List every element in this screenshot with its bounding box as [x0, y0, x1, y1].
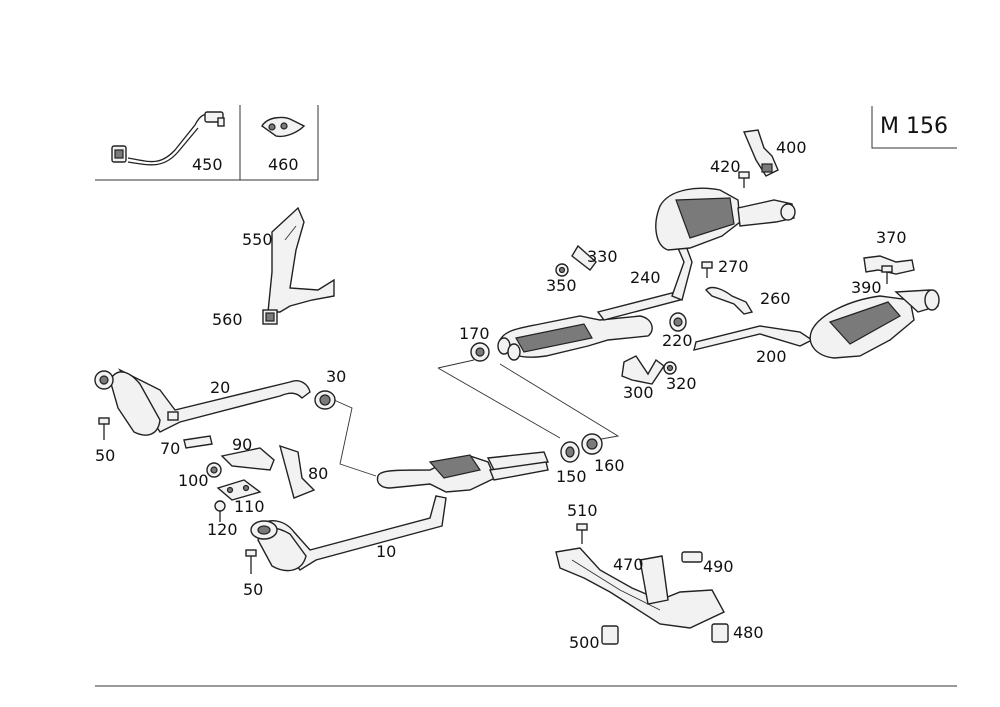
clip-part-480 — [711, 623, 729, 643]
bolt-part-420 — [738, 171, 750, 188]
bolt-part-270 — [701, 261, 713, 278]
label-110: 110 — [234, 497, 265, 516]
label-10: 10 — [376, 542, 396, 561]
model-code: M 156 — [880, 114, 948, 139]
label-460: 460 — [268, 155, 299, 174]
oxygen-sensor-part — [111, 111, 225, 166]
label-550: 550 — [242, 230, 273, 249]
label-470: 470 — [613, 555, 644, 574]
clip-part-460 — [261, 116, 306, 138]
label-400: 400 — [776, 138, 807, 157]
label-20: 20 — [210, 378, 230, 397]
bracket-part-260 — [705, 286, 754, 315]
bracket-part-70 — [183, 435, 213, 449]
label-350: 350 — [546, 276, 577, 295]
label-100: 100 — [178, 471, 209, 490]
washer-part-100 — [206, 462, 222, 478]
label-220: 220 — [662, 331, 693, 350]
label-390: 390 — [851, 278, 882, 297]
clip-part-490 — [681, 551, 703, 563]
heat-shield-part-470 — [555, 547, 725, 629]
label-80: 80 — [308, 464, 328, 483]
nut-part-320 — [663, 361, 677, 375]
nut-part-560 — [262, 309, 278, 325]
label-480: 480 — [733, 623, 764, 642]
model-code-box: M 156 — [871, 106, 957, 149]
label-240: 240 — [630, 268, 661, 287]
hanger-part-330 — [571, 244, 597, 271]
rear-silencer-lower — [809, 289, 940, 359]
label-90: 90 — [232, 435, 252, 454]
label-320: 320 — [666, 374, 697, 393]
label-490: 490 — [703, 557, 734, 576]
label-500: 500 — [569, 633, 600, 652]
label-50-upper: 50 — [95, 446, 115, 465]
middle-silencer-240 — [497, 245, 693, 361]
label-150: 150 — [556, 467, 587, 486]
label-450: 450 — [192, 155, 223, 174]
bolt-part-50-lower — [245, 549, 257, 574]
label-370: 370 — [876, 228, 907, 247]
rear-silencer-upper — [655, 187, 796, 251]
label-300: 300 — [623, 383, 654, 402]
label-170: 170 — [459, 324, 490, 343]
bolt-part-390 — [881, 265, 893, 284]
hanger-part-400 — [742, 129, 779, 177]
clamp-part-160 — [581, 433, 603, 455]
front-pipe-10 — [250, 495, 447, 572]
clip-part-500 — [601, 625, 619, 645]
center-catalytic-converter — [376, 451, 549, 493]
clamp-part-150 — [560, 441, 580, 463]
label-270: 270 — [718, 257, 749, 276]
clamp-part-30 — [314, 390, 336, 410]
bracket-part-90 — [220, 447, 275, 471]
nut-part-350 — [555, 263, 569, 277]
label-420: 420 — [710, 157, 741, 176]
clamp-part-220 — [669, 312, 687, 332]
label-160: 160 — [594, 456, 625, 475]
bolt-part-510 — [576, 523, 588, 544]
label-120: 120 — [207, 520, 238, 539]
leader-lines — [333, 359, 620, 477]
hanger-part-370 — [863, 255, 915, 275]
label-50-lower: 50 — [243, 580, 263, 599]
label-330: 330 — [587, 247, 618, 266]
accessory-frame — [95, 105, 319, 181]
label-30: 30 — [326, 367, 346, 386]
bracket-part-110 — [216, 479, 262, 501]
part-labels: 450 460 550 560 20 30 50 70 90 80 100 11… — [95, 138, 907, 652]
label-560: 560 — [212, 310, 243, 329]
label-200: 200 — [756, 347, 787, 366]
front-pipe-20 — [94, 368, 311, 436]
label-70: 70 — [160, 439, 180, 458]
bracket-part-300 — [621, 355, 665, 385]
bracket-part-550 — [267, 206, 335, 313]
label-510: 510 — [567, 501, 598, 520]
label-260: 260 — [760, 289, 791, 308]
bolt-part-50-upper — [98, 417, 110, 440]
bolt-part-120 — [214, 500, 226, 522]
rear-pipe-200 — [693, 325, 814, 351]
bracket-part-80 — [278, 444, 316, 499]
clamp-part-170 — [470, 342, 490, 362]
